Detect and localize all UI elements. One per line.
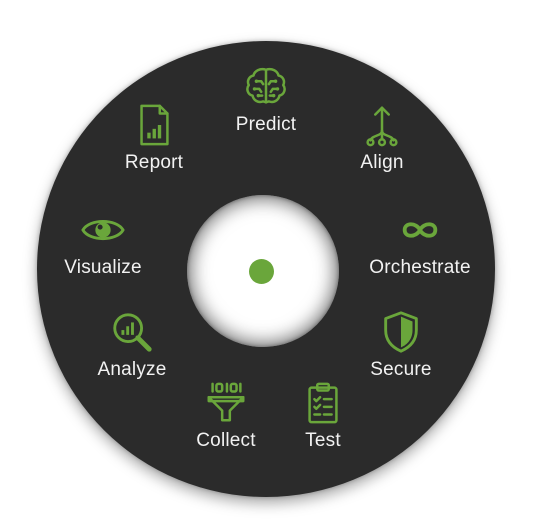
segment-visualize[interactable]: Visualize [43, 205, 163, 279]
clipboard-checklist-icon [298, 378, 348, 428]
segment-label-visualize: Visualize [64, 257, 142, 278]
eye-icon [78, 205, 128, 255]
center-dot [249, 259, 274, 284]
segment-label-predict: Predict [235, 114, 297, 135]
brain-icon [241, 62, 291, 112]
segment-report[interactable]: Report [94, 100, 214, 174]
segment-predict[interactable]: Predict [206, 62, 326, 136]
segment-test[interactable]: Test [263, 378, 383, 452]
segment-orchestrate[interactable]: Orchestrate [360, 205, 480, 279]
segment-label-report: Report [124, 152, 184, 173]
segment-collect[interactable]: Collect [166, 378, 286, 452]
segment-analyze[interactable]: Analyze [72, 307, 192, 381]
segment-label-orchestrate: Orchestrate [369, 257, 471, 278]
branch-arrow-icon [357, 100, 407, 150]
magnifier-chart-icon [107, 307, 157, 357]
segment-align[interactable]: Align [322, 100, 442, 174]
segment-label-analyze: Analyze [97, 359, 167, 380]
report-document-icon [129, 100, 179, 150]
infinity-icon [395, 205, 445, 255]
segment-label-collect: Collect [196, 430, 256, 451]
funnel-data-icon [201, 378, 251, 428]
shield-icon [376, 307, 426, 357]
segment-label-align: Align [360, 152, 404, 173]
segment-secure[interactable]: Secure [341, 307, 461, 381]
segment-label-secure: Secure [370, 359, 432, 380]
segment-label-test: Test [305, 430, 341, 451]
